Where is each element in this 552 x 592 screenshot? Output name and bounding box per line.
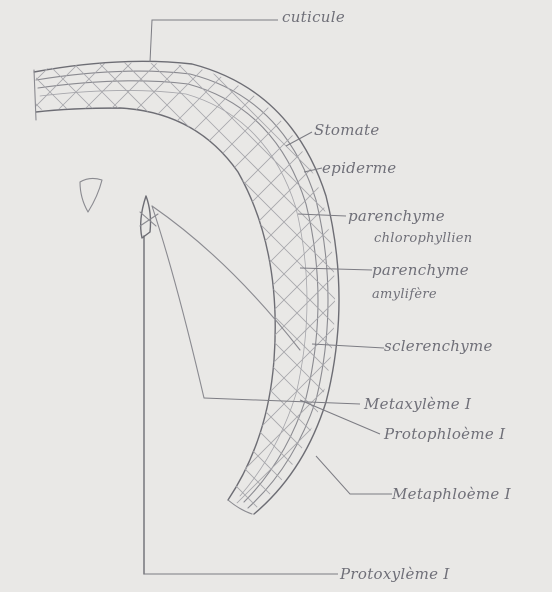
label-epidermis: epiderme (322, 160, 396, 177)
label-sclerenchyma: sclerenchyme (384, 338, 493, 355)
hatch-line (50, 40, 552, 560)
hatch-line (0, 40, 76, 560)
hatch-line (544, 40, 552, 560)
hatch-line (466, 40, 552, 560)
hatch-line (0, 40, 414, 560)
hatch-line (0, 40, 414, 560)
label-cuticle: cuticule (282, 9, 345, 26)
label-storage-parenchyma-1: parenchyme (372, 262, 469, 279)
label-stomate: Stomate (314, 122, 380, 139)
hatch-line (0, 40, 154, 560)
hatch-line (0, 40, 50, 560)
hatch-line (0, 40, 518, 560)
label-metaphloem: Metaphloème I (392, 486, 511, 503)
hatch-line (0, 40, 258, 560)
hatch-line (0, 40, 518, 560)
hatch-line (0, 40, 76, 560)
hatch-line (0, 40, 258, 560)
label-protoxylem: Protoxylème I (340, 566, 450, 583)
hatch-line (518, 40, 552, 560)
hatch-line (0, 40, 310, 560)
hatch-line (76, 40, 552, 560)
label-protophloem: Protophloème I (384, 426, 505, 443)
hatch-line (336, 40, 552, 560)
hatch-line (492, 40, 552, 560)
hatch-line (0, 40, 102, 560)
hatch-line (0, 40, 284, 560)
hatch-line (0, 40, 362, 560)
hatch-line (0, 40, 154, 560)
hatch-line (154, 40, 552, 560)
section-outline (34, 61, 339, 514)
hatch-line (76, 40, 552, 560)
label-storage-parenchyma-2: amylifère (372, 286, 437, 303)
hatch-line (0, 40, 310, 560)
hatch-line (0, 40, 180, 560)
hatch-line (544, 40, 552, 560)
hatch-line (0, 40, 232, 560)
hatch-line (492, 40, 552, 560)
hatch-line (336, 40, 552, 560)
hatch-line (50, 40, 552, 560)
hatch-line (518, 40, 552, 560)
label-metaxylem: Metaxylème I (364, 396, 471, 413)
hatch-line (466, 40, 552, 560)
hatch-line (0, 40, 388, 560)
hatch-line (0, 40, 24, 560)
hatch-line (0, 40, 102, 560)
hatch-line (0, 40, 128, 560)
hatch-line (440, 40, 552, 560)
label-chloro-parenchyma-2: chlorophyllien (374, 230, 472, 247)
hatch-line (0, 40, 206, 560)
hatch-line (0, 40, 232, 560)
hatch-line (154, 40, 552, 560)
hatch-line (128, 40, 552, 560)
hatch-line (0, 40, 128, 560)
hatch-line (0, 40, 284, 560)
label-chloro-parenchyma-1: parenchyme (348, 208, 445, 225)
hatch-line (440, 40, 552, 560)
hatch-line (0, 40, 180, 560)
hatch-line (0, 40, 24, 560)
hatch-line (0, 40, 362, 560)
hatching (0, 40, 552, 560)
hatch-line (0, 40, 206, 560)
hatch-line (128, 40, 552, 560)
hatch-line (0, 40, 50, 560)
vascular-zone (80, 178, 300, 574)
hatch-line (0, 40, 388, 560)
